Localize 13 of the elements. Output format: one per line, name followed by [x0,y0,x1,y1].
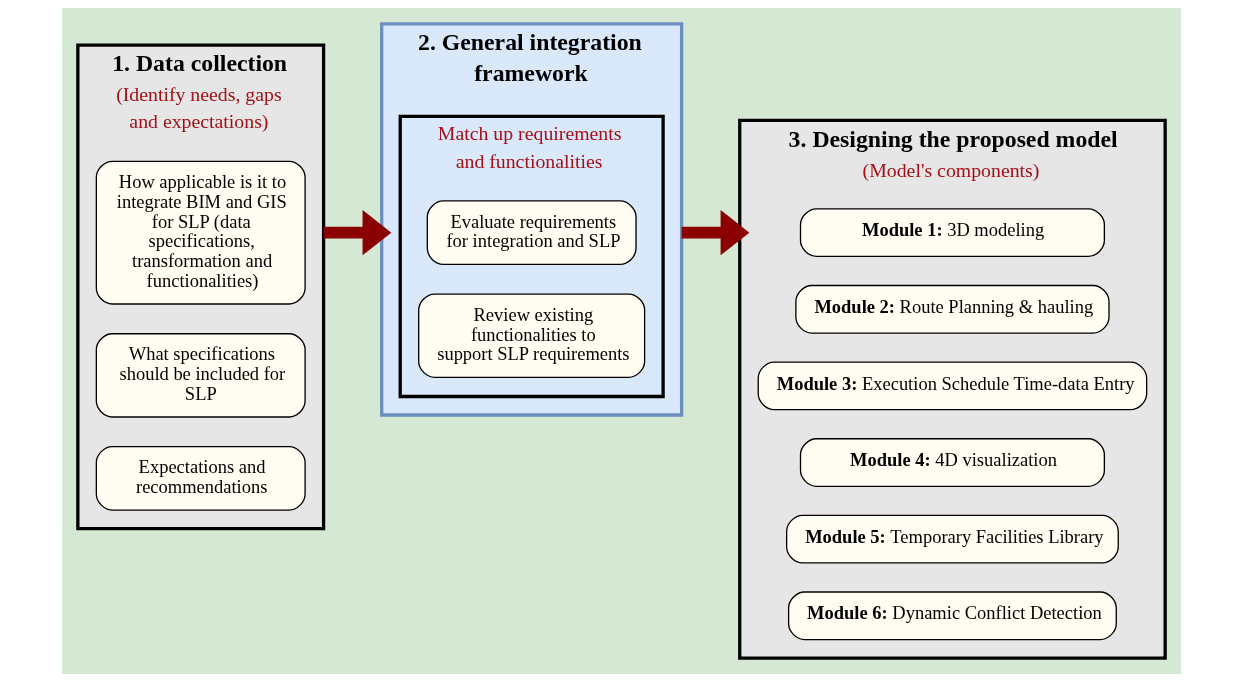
arrow [681,210,750,256]
node-box: What specifications should be included for SLP [95,333,306,418]
node-box: Review existing functionalities to support SLP requirements [418,293,646,378]
node-box: Module 2: Route Planning & hauling [795,284,1110,334]
node-box: Module 4: 4D visualization [799,438,1106,487]
node-box: Module 5: Temporary Facilities Library [786,514,1119,564]
node-box: How applicable is it to integrate BIM and GIS for SLP (data specifications, transformation and functionalities) [95,160,306,305]
node-box: Module 6: Dynamic Conflict Detection [787,591,1117,641]
node-box: Evaluate requirements for integration and SLP [426,200,637,266]
arrow [323,210,392,256]
node-box: Module 1: 3D modeling [799,208,1106,258]
node-box: Expectations and recommendations [95,446,306,511]
node-box: Module 3: Execution Schedule Time-data Entry [757,361,1148,411]
